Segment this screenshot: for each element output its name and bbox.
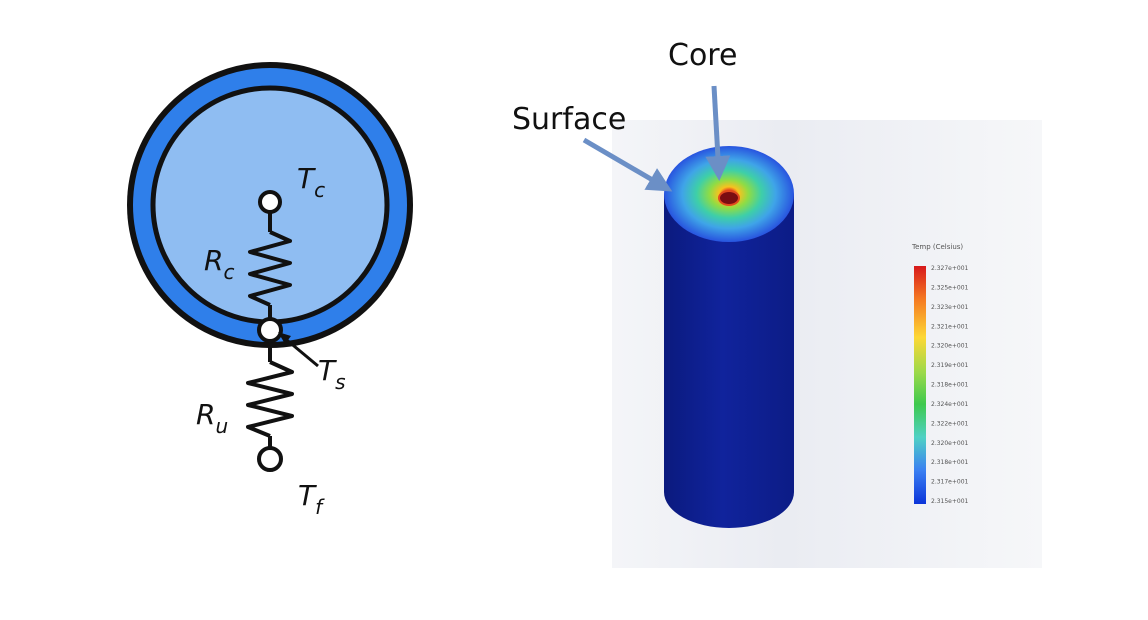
legend-tick-label: 2.327e+001 [931,265,969,272]
legend-tick-label: 2.318e+001 [931,459,969,466]
legend-tick-labels: 2.327e+001 2.325e+001 2.323e+001 2.321e+001… [931,265,969,505]
legend-tick-label: 2.320e+001 [931,440,969,447]
surface-pointer-arrowhead [278,332,291,344]
legend-tick-label: 2.315e+001 [931,498,969,505]
legend-title: Temp (Celsius) [911,243,963,251]
core-resistance-label: Rc [204,244,234,284]
legend-tick-label: 2.317e+001 [931,479,969,486]
legend-tick-label: 2.321e+001 [931,323,969,330]
core-node [258,190,282,214]
legend-tick-label: 2.319e+001 [931,362,969,369]
convective-resistance-label: Ru [196,398,228,438]
legend-tick-label: 2.320e+001 [931,343,969,350]
core-hotspot [718,190,740,206]
fluid-node [257,446,283,472]
legend-tick-label: 2.318e+001 [931,382,969,389]
core-temperature-label: Tc [297,162,325,202]
temperature-legend: Temp (Celsius) 2.327e+001 2.325e+001 2.323… [911,243,969,505]
fluid-temperature-label: Tf [298,479,325,519]
surface-callout-label: Surface [512,102,626,137]
legend-tick-label: 2.324e+001 [931,401,969,408]
legend-tick-label: 2.323e+001 [931,304,969,311]
thermal-network [246,212,294,448]
simulation-render: Core Surface Temp (Celsius) 2.327e+0012.… [512,38,1042,568]
surface-temperature-label: Ts [318,354,346,394]
cylinder-body [664,194,794,528]
surface-pointer-arrow [281,334,319,368]
core-callout-arrow [705,85,731,181]
surface-resistor-zigzag [246,360,294,438]
core-callout-label: Core [668,38,737,73]
surface-callout-arrow [582,137,673,192]
thermal-schematic: Tc Rc Ts Ru Tf [127,62,413,519]
surface-node [257,317,283,343]
core-resistor-zigzag [248,230,292,307]
legend-color-bar [914,266,926,504]
legend-tick-label: 2.322e+001 [931,420,969,427]
legend-tick-label: 2.325e+001 [931,284,969,291]
